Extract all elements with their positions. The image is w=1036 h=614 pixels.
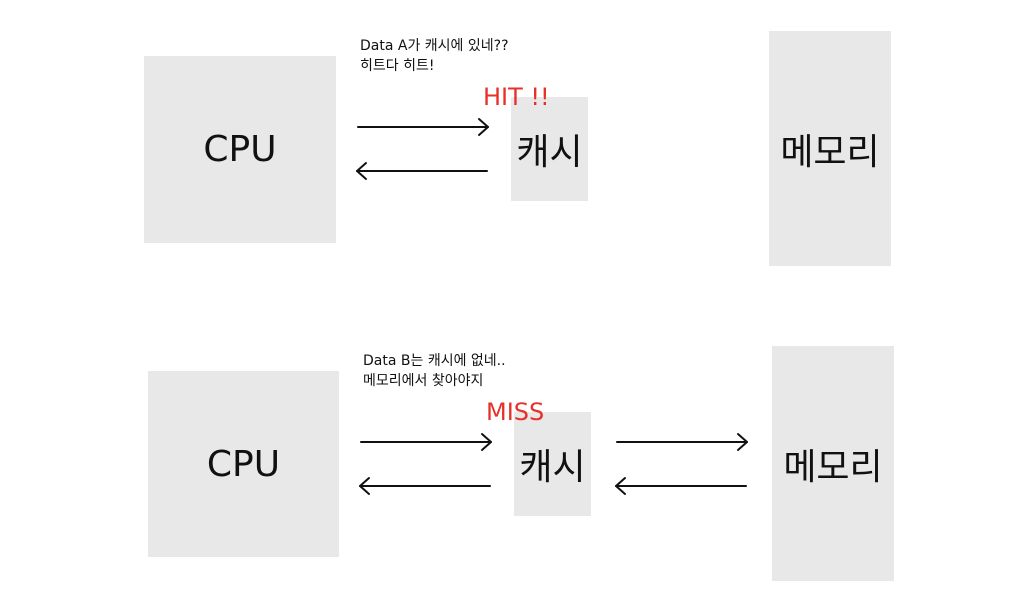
hit-response-arrow bbox=[356, 162, 488, 180]
miss-status-label: MISS bbox=[486, 398, 545, 426]
hit-status-label: HIT !! bbox=[483, 83, 550, 111]
miss-cpu-box: CPU bbox=[148, 371, 339, 557]
hit-note-line2: 히트다 히트! bbox=[360, 58, 435, 74]
hit-note: Data A가 캐시에 있네?? 히트다 히트! bbox=[360, 36, 509, 76]
hit-cpu-label: CPU bbox=[203, 129, 277, 170]
miss-response-arrow bbox=[359, 477, 491, 495]
miss-note-line1: Data B는 캐시에 없네.. bbox=[363, 353, 506, 369]
hit-cpu-box: CPU bbox=[144, 56, 336, 243]
hit-cache-box: 캐시 bbox=[511, 97, 588, 201]
hit-memory-box: 메모리 bbox=[769, 31, 891, 266]
miss-memory-response-arrow bbox=[615, 477, 747, 495]
hit-request-arrow bbox=[357, 118, 489, 136]
miss-cpu-label: CPU bbox=[206, 443, 281, 485]
miss-memory-label: 메모리 bbox=[783, 446, 883, 488]
miss-request-arrow bbox=[360, 433, 492, 451]
miss-cache-box: 캐시 bbox=[514, 412, 591, 516]
miss-memory-box: 메모리 bbox=[772, 346, 894, 581]
hit-note-line1: Data A가 캐시에 있네?? bbox=[360, 38, 509, 54]
miss-cache-label: 캐시 bbox=[519, 447, 586, 488]
miss-note: Data B는 캐시에 없네.. 메모리에서 찾아야지 bbox=[363, 351, 506, 391]
hit-memory-label: 메모리 bbox=[780, 131, 880, 173]
hit-cache-label: 캐시 bbox=[516, 132, 583, 173]
miss-note-line2: 메모리에서 찾아야지 bbox=[363, 373, 484, 389]
miss-memory-request-arrow bbox=[616, 433, 748, 451]
